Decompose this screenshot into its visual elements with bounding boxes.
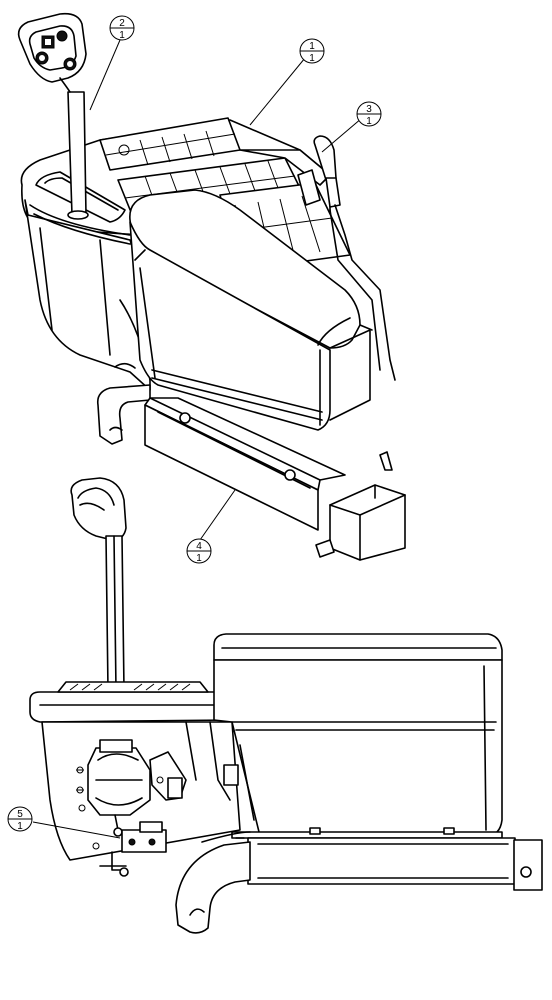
balloon-4: 4 1 [186, 538, 212, 564]
leaders-lower [32, 821, 121, 839]
balloon-1-item: 1 [309, 41, 315, 52]
front-cover-box [129, 189, 373, 431]
balloon-5-qty: 1 [17, 821, 23, 832]
balloon-3: 3 1 [356, 101, 382, 127]
balloon-1-qty: 1 [309, 53, 315, 64]
foot-bracket-side [175, 831, 251, 934]
bracket-foot [96, 384, 151, 445]
joystick-lever [17, 12, 89, 220]
balloon-3-qty: 1 [366, 116, 372, 127]
main-box-side [213, 633, 503, 837]
base-rail-side [231, 827, 543, 891]
balloon-4-item: 4 [196, 541, 202, 552]
micro-switch [99, 821, 167, 877]
balloon-2: 2 1 [109, 15, 135, 41]
leaders-upper [89, 39, 363, 541]
console-deck [29, 681, 233, 723]
balloon-2-qty: 1 [119, 30, 125, 41]
joystick-lever-side [70, 477, 127, 691]
balloon-1: 1 1 [299, 38, 325, 64]
balloon-4-qty: 1 [196, 553, 202, 564]
joystick-mechanism [87, 739, 187, 837]
lower-side-view [29, 477, 543, 934]
balloon-5: 5 1 [7, 806, 33, 832]
upper-isometric-view [17, 12, 406, 561]
balloon-5-item: 5 [17, 809, 23, 820]
balloon-3-item: 3 [366, 104, 372, 115]
small-lever [313, 135, 396, 381]
balloon-2-item: 2 [119, 18, 125, 29]
mounting-rail [144, 397, 406, 561]
